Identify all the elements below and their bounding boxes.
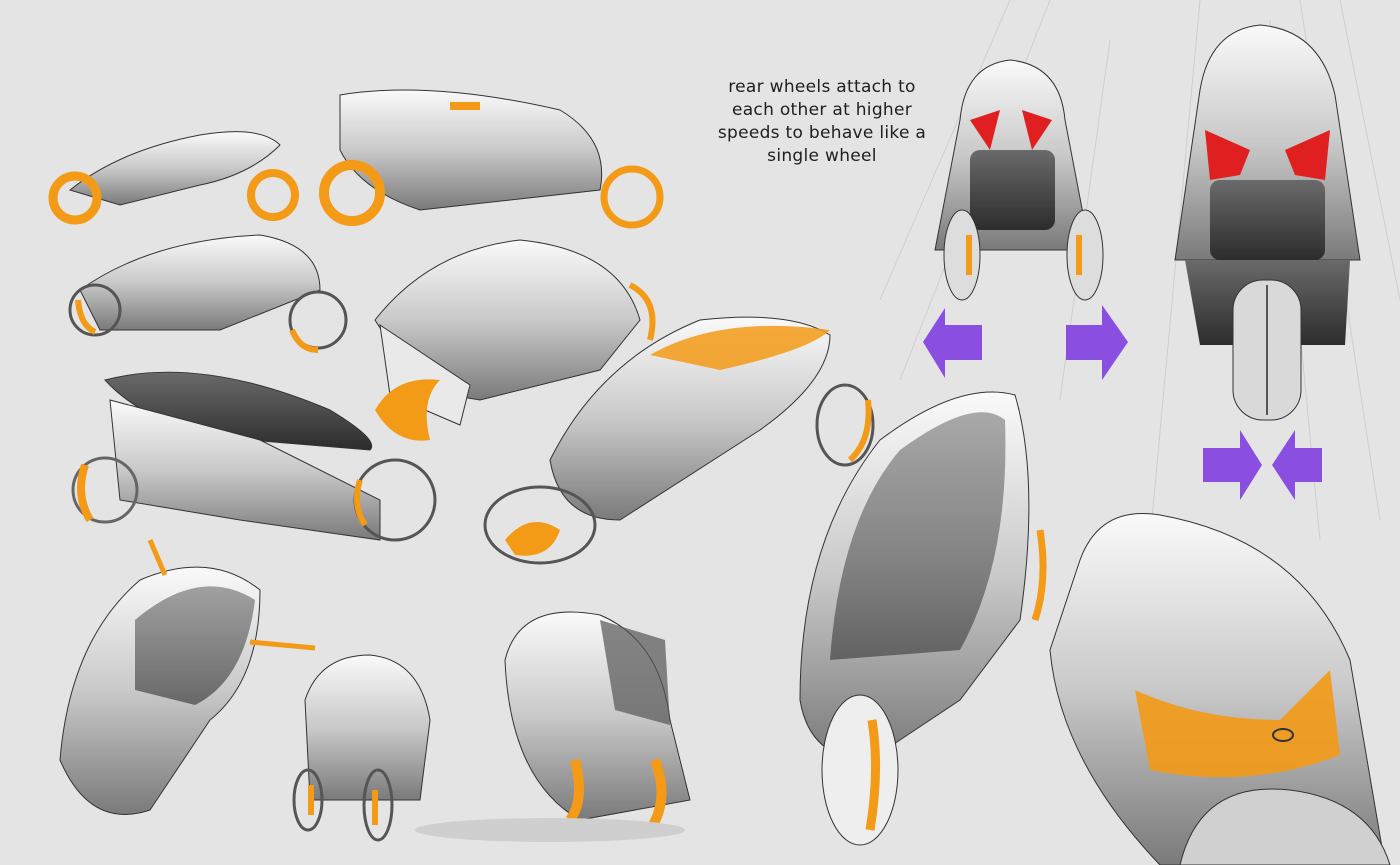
arrow-right-icon [1066, 305, 1128, 380]
arrow-left-icon [923, 308, 982, 378]
sketch-rear-view-split-wheels [934, 59, 1104, 301]
sketch-side-view-2 [319, 89, 664, 229]
annotation-line: rear wheels attach to [728, 77, 916, 97]
sketch-rear-small [292, 654, 431, 842]
sketch-front-low-left [59, 539, 316, 815]
sketch-rear-three-quarter [374, 239, 656, 441]
sketch-nose-closeup [1049, 513, 1391, 865]
annotation-line: single wheel [767, 146, 877, 166]
sketch-side-view-3 [68, 234, 348, 353]
sketch-side-view-1 [48, 131, 299, 225]
sketch-side-view-large [71, 371, 437, 542]
annotation-line: speeds to behave like a [717, 123, 927, 143]
sketch-front-large [799, 391, 1047, 846]
sketch-rear-three-quarter-small [415, 611, 691, 842]
sketch-front-three-quarter [483, 316, 875, 565]
annotation-line: each other at higher [731, 100, 913, 120]
sketch-annotation: rear wheels attach to each other at high… [712, 76, 932, 168]
arrow-converge-icon [1203, 430, 1322, 500]
sketch-rear-view-joined-wheels [1174, 24, 1361, 421]
